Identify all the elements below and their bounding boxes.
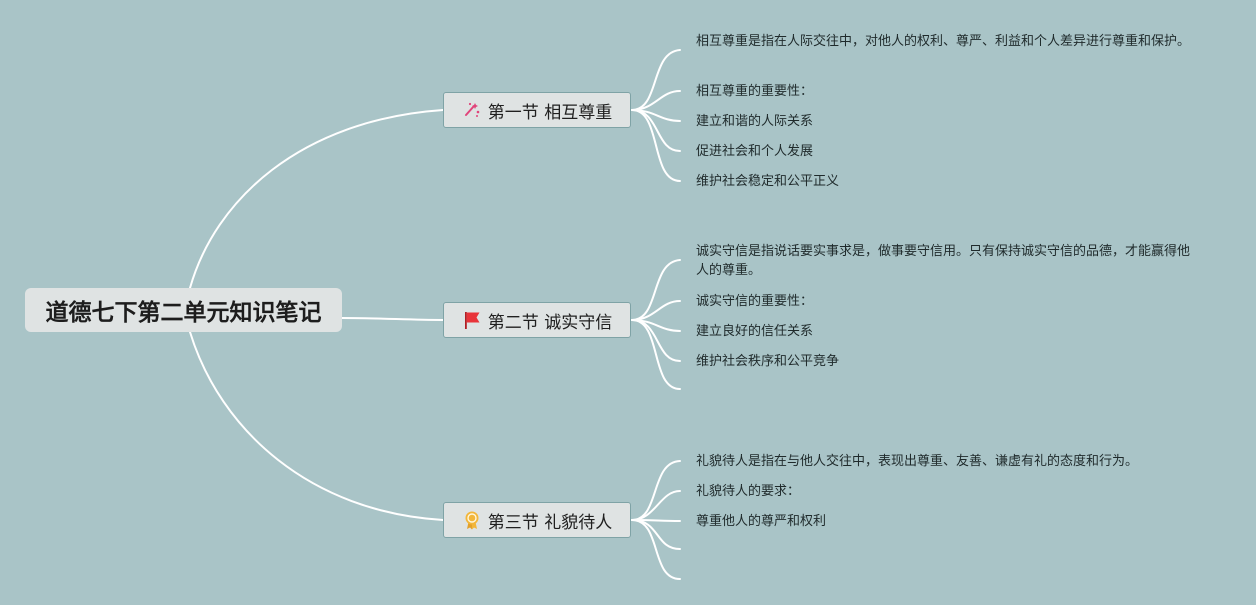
leaf-b1-2-text: 相互尊重的重要性：: [696, 84, 814, 99]
leaf-b3-3[interactable]: 尊重他人的尊严和权利: [696, 512, 1196, 531]
leaf-b1-3-text: 建立和谐的人际关系: [696, 114, 814, 129]
leaf-b1-3[interactable]: 建立和谐的人际关系: [696, 112, 1196, 131]
leaf-b2-3-text: 建立良好的信任关系: [696, 324, 814, 339]
leaf-b3-1[interactable]: 礼貌待人是指在与他人交往中，表现出尊重、友善、谦虚有礼的态度和行为。: [696, 452, 1196, 471]
connector-b1-leaf-5: [631, 109, 681, 182]
connector-b3-leaf-4: [631, 519, 681, 550]
connector-root-branch-3: [189, 331, 444, 521]
leaf-b3-2[interactable]: 礼貌待人的要求：: [696, 482, 1196, 501]
sparkle-icon: [462, 100, 482, 120]
root-topic-label: 道德七下第二单元知识笔记: [45, 300, 322, 326]
leaf-b2-2-text: 诚实守信的重要性：: [696, 294, 814, 309]
leaf-b2-4[interactable]: 维护社会秩序和公平竞争: [696, 352, 1196, 371]
branch-topic-2-label: 第二节 诚实守信: [487, 312, 613, 333]
branch-topic-1-label: 第一节 相互尊重: [487, 102, 613, 123]
leaf-b1-1-text: 相互尊重是指在人际交往中，对他人的权利、尊严、利益和个人差异进行尊重和保护。: [696, 34, 1191, 49]
connector-b1-leaf-2: [631, 90, 681, 111]
connector-b2-leaf-1: [631, 259, 681, 321]
leaf-b1-1[interactable]: 相互尊重是指在人际交往中，对他人的权利、尊严、利益和个人差异进行尊重和保护。: [696, 32, 1196, 51]
connector-b3-leaf-1: [631, 460, 681, 521]
branch-topic-3-label: 第三节 礼貌待人: [487, 512, 613, 533]
connector-root-branch-1: [189, 109, 444, 289]
leaf-b3-1-text: 礼貌待人是指在与他人交往中，表现出尊重、友善、谦虚有礼的态度和行为。: [696, 454, 1139, 469]
leaf-b2-1-text: 诚实守信是指说话要实事求是，做事要守信用。只有保持诚实守信的品德，才能赢得他人的…: [696, 244, 1191, 278]
connector-b3-leaf-5: [631, 519, 681, 580]
leaf-b1-4-text: 促进社会和个人发展: [696, 144, 814, 159]
leaf-b2-1[interactable]: 诚实守信是指说话要实事求是，做事要守信用。只有保持诚实守信的品德，才能赢得他人的…: [696, 242, 1196, 280]
branch-topic-3[interactable]: 第三节 礼貌待人: [443, 502, 631, 538]
red-flag-icon: [462, 310, 482, 330]
connector-b1-leaf-1: [631, 49, 681, 111]
leaf-b1-2[interactable]: 相互尊重的重要性：: [696, 82, 1196, 101]
connector-b2-leaf-5: [631, 319, 681, 390]
connector-root-branch-2: [341, 317, 444, 321]
leaf-b1-5[interactable]: 维护社会稳定和公平正义: [696, 172, 1196, 191]
leaf-b2-4-text: 维护社会秩序和公平竞争: [696, 354, 840, 369]
leaf-b1-5-text: 维护社会稳定和公平正义: [696, 174, 840, 189]
leaf-b3-3-text: 尊重他人的尊严和权利: [696, 514, 827, 529]
award-badge-icon: [462, 510, 482, 530]
branch-topic-2[interactable]: 第二节 诚实守信: [443, 302, 631, 338]
leaf-b2-3[interactable]: 建立良好的信任关系: [696, 322, 1196, 341]
connector-b3-leaf-2: [631, 490, 681, 521]
leaf-b1-4[interactable]: 促进社会和个人发展: [696, 142, 1196, 161]
leaf-b3-2-text: 礼貌待人的要求：: [696, 484, 801, 499]
branch-topic-1[interactable]: 第一节 相互尊重: [443, 92, 631, 128]
connector-b2-leaf-2: [631, 300, 681, 321]
leaf-b2-2[interactable]: 诚实守信的重要性：: [696, 292, 1196, 311]
root-topic[interactable]: 道德七下第二单元知识笔记: [25, 288, 342, 332]
